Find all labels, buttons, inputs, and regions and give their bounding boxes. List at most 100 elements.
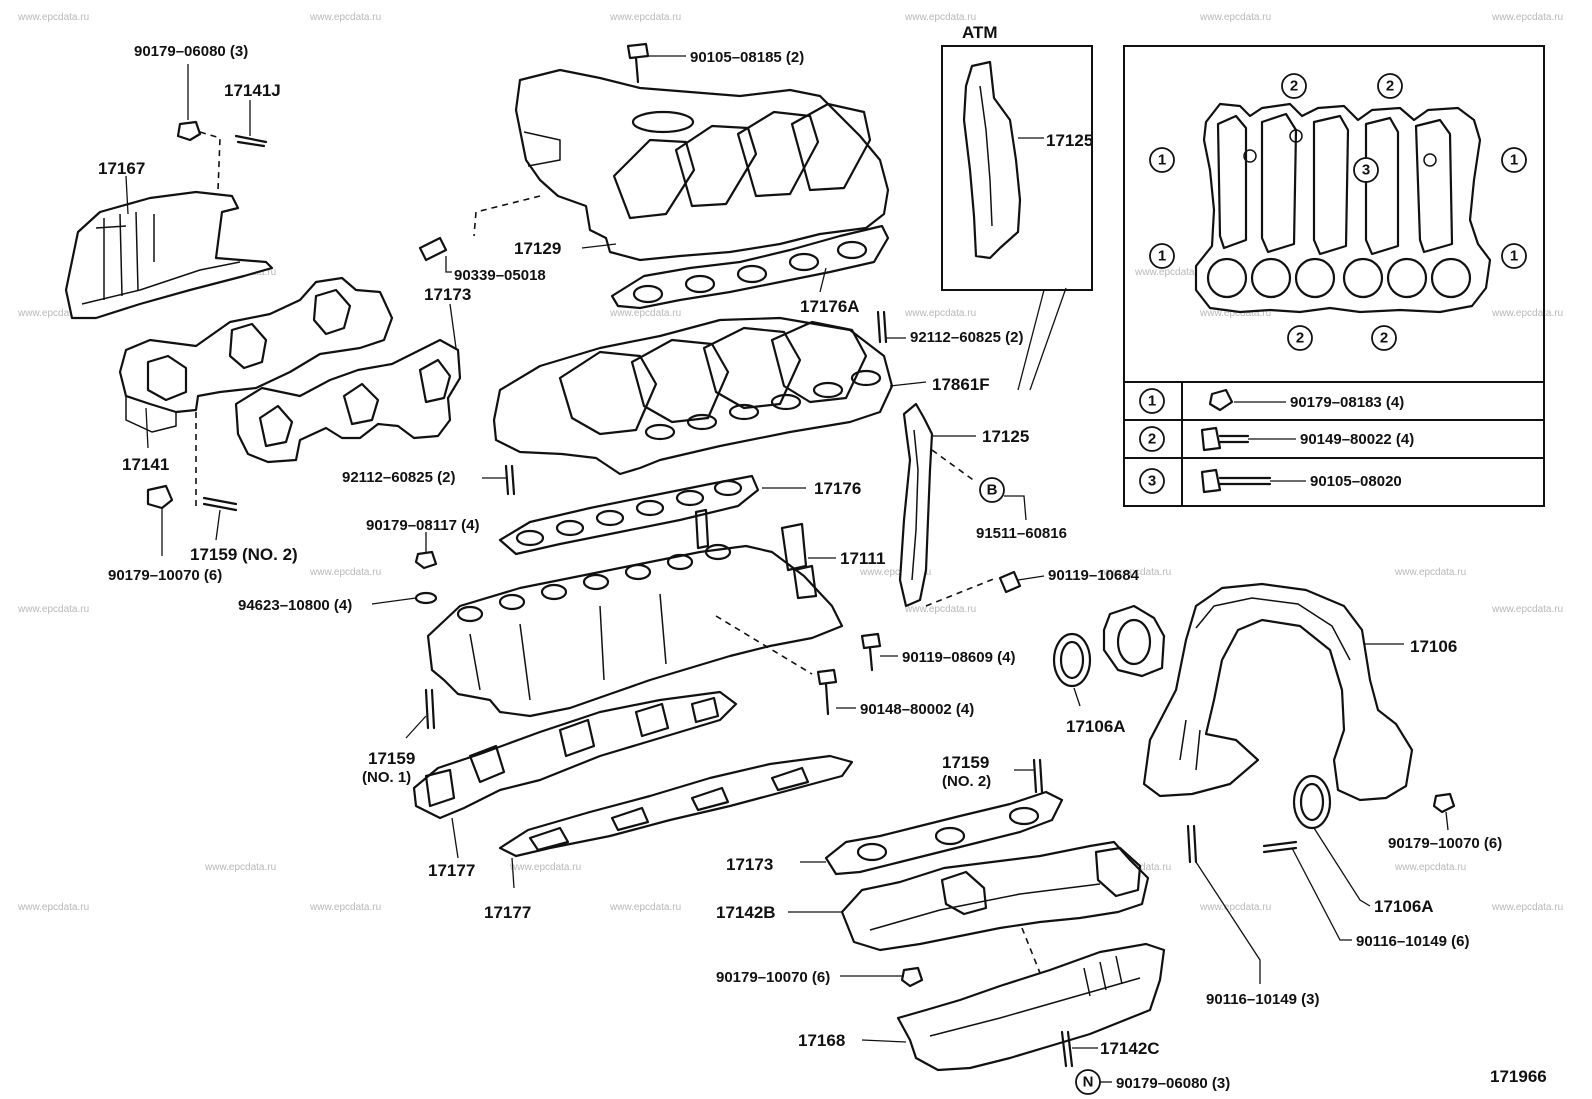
- label-17106: 17106: [1410, 637, 1457, 656]
- label-90179-06080-bottom: 90179–06080 (3): [1116, 1075, 1230, 1092]
- gasket-17106a-right[interactable]: [1292, 774, 1332, 830]
- label-90105-08185: 90105–08185 (2): [690, 49, 804, 66]
- label-90179-06080-top: 90179–06080 (3): [134, 43, 248, 60]
- svg-text:2: 2: [1290, 78, 1298, 95]
- gasket-17173-bottom[interactable]: [824, 790, 1064, 876]
- manifold-bolt-pattern: [1194, 102, 1492, 314]
- label-90339-05018: 90339–05018: [454, 267, 546, 284]
- exhaust-manifold-17141[interactable]: [118, 276, 394, 433]
- marker-b: B: [979, 477, 1005, 503]
- atm-label: ATM: [962, 23, 998, 42]
- svg-text:B: B: [987, 482, 998, 499]
- label-17141: 17141: [122, 455, 169, 474]
- label-17167: 17167: [98, 159, 145, 178]
- nut-90179-10070-right[interactable]: [1432, 792, 1456, 814]
- watermark: www.epcdata.ru: [904, 308, 976, 319]
- bracket-17125-atm[interactable]: [962, 60, 1022, 260]
- exhaust-pipe-17106[interactable]: [1142, 582, 1414, 802]
- bolt-90105-08185[interactable]: [626, 42, 650, 84]
- gasket-17176[interactable]: [498, 474, 760, 556]
- gasket-17176a[interactable]: [610, 224, 890, 310]
- gasket-17177-lower[interactable]: [498, 754, 854, 858]
- svg-text:2: 2: [1148, 431, 1156, 448]
- watermark: www.epcdata.ru: [1199, 308, 1271, 319]
- watermark: www.epcdata.ru: [1491, 902, 1563, 913]
- watermark: www.epcdata.ru: [1099, 567, 1171, 578]
- svg-text:1: 1: [1510, 152, 1518, 169]
- nut-90179-10070-mid[interactable]: [900, 966, 924, 988]
- watermark: www.epcdata.ru: [1394, 567, 1466, 578]
- label-90119-10684: 90119–10684: [1048, 567, 1140, 584]
- bolt-90119-10684[interactable]: [998, 570, 1022, 594]
- nut-90179-10070-left[interactable]: [146, 484, 174, 510]
- leader-line: [925, 577, 997, 607]
- label-90116-10149-3: 90116–10149 (3): [1206, 991, 1319, 1008]
- watermark: www.epcdata.ru: [1394, 862, 1466, 873]
- watermark: www.epcdata.ru: [17, 604, 89, 615]
- intake-manifold-17861f[interactable]: [492, 316, 894, 476]
- label-17111: 17111: [840, 549, 885, 568]
- stud-17141j[interactable]: [234, 134, 268, 148]
- bracket-17125[interactable]: [898, 402, 934, 608]
- gasket-17173-top[interactable]: [234, 338, 462, 464]
- heat-insulator-17168[interactable]: [896, 942, 1166, 1072]
- washer-94623-10800[interactable]: [414, 591, 438, 605]
- watermark: www.epcdata.ru: [609, 12, 681, 23]
- label-17159-no1-sub: (NO. 1): [362, 769, 411, 786]
- circled-number-markers: 1 1 1 1 2 2 2 2 3: [1149, 73, 1527, 351]
- page-code: 171966: [1490, 1067, 1547, 1086]
- label-94623-10800: 94623–10800 (4): [238, 597, 352, 614]
- watermark: www.epcdata.ru: [609, 902, 681, 913]
- label-17106a-right: 17106A: [1374, 897, 1434, 916]
- lower-intake-manifold-17111[interactable]: [426, 508, 844, 718]
- legend-part-number: 90105–08020: [1310, 473, 1402, 490]
- stud-90116-10149-6[interactable]: [1262, 840, 1298, 854]
- label-17106a-left: 17106A: [1066, 717, 1126, 736]
- watermark: www.epcdata.ru: [309, 12, 381, 23]
- nut-90179-08117[interactable]: [414, 550, 438, 570]
- svg-text:2: 2: [1380, 330, 1388, 347]
- label-17177-upper: 17177: [428, 861, 475, 880]
- upper-intake-manifold-17129[interactable]: [514, 68, 890, 262]
- svg-text:1: 1: [1510, 248, 1518, 265]
- stud-92112-60825-left[interactable]: [504, 464, 516, 496]
- stud-92112-60825-right[interactable]: [876, 310, 888, 344]
- label-90179-08117: 90179–08117 (4): [366, 517, 479, 534]
- label-17141j: 17141J: [224, 81, 281, 100]
- watermark: www.epcdata.ru: [1491, 308, 1563, 319]
- label-17173-bottom: 17173: [726, 855, 773, 874]
- bolt-90148-80002[interactable]: [816, 668, 838, 716]
- stud-17159-no2-mid[interactable]: [1032, 758, 1044, 794]
- svg-text:1: 1: [1158, 152, 1166, 169]
- svg-text:3: 3: [1362, 162, 1370, 179]
- legend-part-number: 90179–08183 (4): [1290, 394, 1404, 411]
- watermark: www.epcdata.ru: [904, 12, 976, 23]
- label-90179-10070-mid: 90179–10070 (6): [716, 969, 830, 986]
- label-17159-no2-mid-sub: (NO. 2): [942, 773, 991, 790]
- label-17125-atm: 17125: [1046, 131, 1093, 150]
- watermark: www.epcdata.ru: [1199, 902, 1271, 913]
- leader-line: [1017, 289, 1045, 391]
- leader-line: [473, 195, 541, 237]
- stud-17142c[interactable]: [1060, 1030, 1074, 1068]
- gasket-17106a-left[interactable]: [1052, 632, 1092, 688]
- bolt-shank: [1218, 434, 1250, 444]
- heat-insulator-17167[interactable]: [64, 190, 274, 320]
- watermark: www.epcdata.ru: [1491, 604, 1563, 615]
- label-91511-60816: 91511–60816: [976, 525, 1067, 542]
- label-90148-80002: 90148–80002 (4): [860, 701, 974, 718]
- watermark: www.epcdata.ru: [17, 902, 89, 913]
- callout-labels: 90179–06080 (3) 17141J 17167 17141 90179…: [98, 43, 1547, 1092]
- hose-90339-05018[interactable]: [418, 236, 448, 262]
- exhaust-manifold-17142b[interactable]: [840, 840, 1150, 952]
- bolt-icon: [1200, 426, 1222, 452]
- gasket-17177-upper[interactable]: [412, 690, 738, 820]
- svg-text:1: 1: [1158, 248, 1166, 265]
- bolt-90119-08609[interactable]: [860, 632, 882, 672]
- stud-17159-no2-left[interactable]: [202, 496, 238, 512]
- stud-90116-10149-3[interactable]: [1186, 824, 1198, 864]
- flange-17106-left[interactable]: [1102, 604, 1166, 678]
- label-92112-60825-right: 92112–60825 (2): [910, 329, 1023, 346]
- nut-90179-06080-top[interactable]: [176, 120, 202, 142]
- stud-17159-no1[interactable]: [424, 688, 436, 730]
